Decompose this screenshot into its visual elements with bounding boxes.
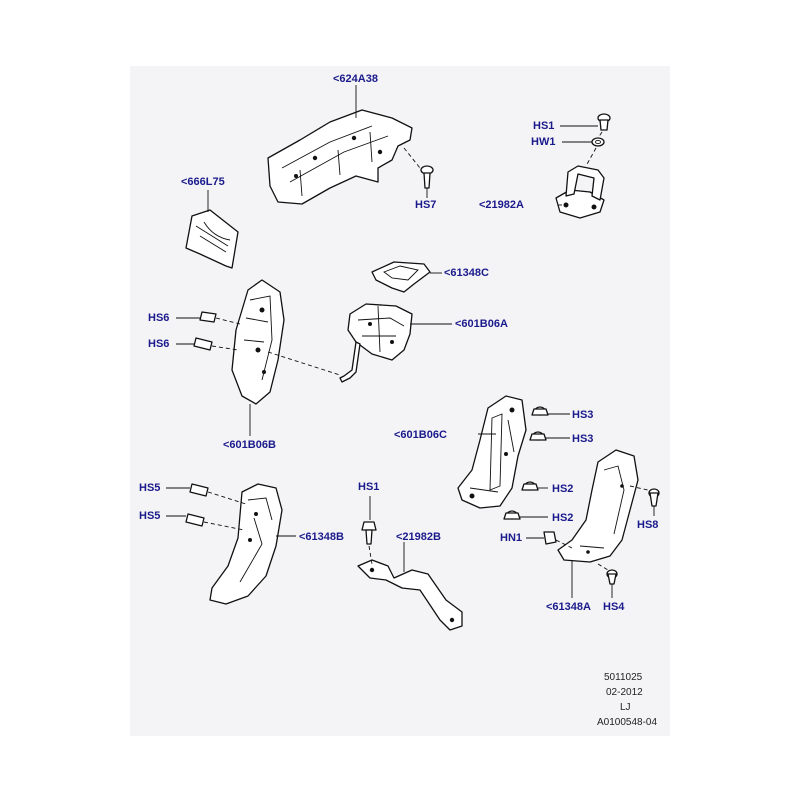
screw-hs4 [597, 563, 618, 598]
screw-hs3-a [531, 406, 570, 416]
part-624a38-bracket [267, 85, 421, 205]
diagram-sheet [130, 66, 670, 736]
screw-hs2-b [503, 510, 548, 520]
label-666l75: <666L75 [181, 176, 225, 188]
label-hs3-a: HS3 [572, 409, 594, 421]
footer-date: 02-2012 [606, 687, 643, 698]
label-21982b: <21982B [396, 531, 441, 543]
label-21982a: <21982A [479, 199, 524, 211]
screw-hs1-bottom [361, 496, 377, 565]
label-hs2-a: HS2 [552, 483, 574, 495]
label-hs5-b: HS5 [139, 510, 161, 522]
screw-hs5-a [166, 483, 247, 505]
part-666l75-cover [185, 190, 239, 269]
label-hs1-top: HS1 [533, 120, 555, 132]
part-601b06b-mechanism [231, 279, 341, 436]
part-21982a-bracket [555, 165, 605, 219]
label-601b06c: <601B06C [394, 429, 447, 441]
footer-drawing-number: 5011025 [604, 672, 643, 683]
screw-hs5-b [166, 513, 245, 531]
footer-initials: LJ [620, 702, 631, 713]
label-601b06a: <601B06A [455, 318, 508, 330]
washer-hw1 [562, 131, 605, 167]
label-601b06b: <601B06B [223, 439, 276, 451]
screw-hs6-a [176, 311, 241, 325]
label-hs3-b: HS3 [572, 433, 594, 445]
nut-hn1 [526, 531, 573, 549]
part-61348c [371, 261, 442, 293]
label-61348a: <61348A [546, 601, 591, 613]
label-hs6-b: HS6 [148, 338, 170, 350]
screw-hs8 [629, 485, 660, 516]
label-hs7: HS7 [415, 199, 437, 211]
screw-hs7 [420, 165, 434, 198]
label-61348b: <61348B [299, 531, 344, 543]
label-hs5-a: HS5 [139, 482, 161, 494]
footer-illustration-id: A0100548-04 [597, 717, 658, 728]
label-61348c: <61348C [444, 267, 489, 279]
part-61348a-cover [557, 449, 639, 598]
screw-hs6-b [176, 337, 239, 351]
part-21982b-handle [357, 542, 463, 631]
label-hs8: HS8 [637, 519, 659, 531]
screw-hs2-a [521, 481, 548, 491]
part-61348b-cover [209, 483, 296, 605]
label-hs2-b: HS2 [552, 512, 574, 524]
label-hw1: HW1 [531, 136, 556, 148]
screw-hs1-top [560, 113, 611, 131]
part-601b06c-mechanism [457, 395, 527, 509]
label-hs4: HS4 [603, 601, 625, 613]
label-hs1-bottom: HS1 [358, 481, 380, 493]
label-hs6-a: HS6 [148, 312, 170, 324]
label-hn1: HN1 [500, 532, 523, 544]
part-601b06a-mechanism [339, 303, 452, 383]
label-624a38: <624A38 [333, 73, 378, 85]
screw-hs3-b [529, 431, 570, 441]
